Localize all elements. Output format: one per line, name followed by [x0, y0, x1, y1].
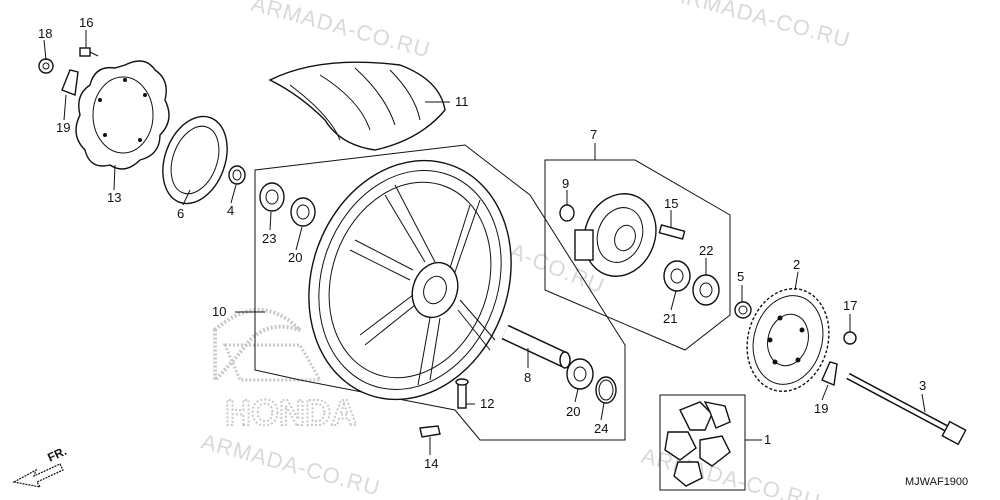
callout-8: 8 [524, 370, 531, 385]
part-19-lock-washer-right[interactable] [821, 361, 838, 386]
wheel-group-outline [254, 144, 626, 441]
leader-lines [43, 30, 926, 455]
part-4-side-collar[interactable] [228, 165, 246, 185]
callout-7: 7 [590, 127, 597, 142]
part-11-tire[interactable] [268, 61, 446, 151]
callout-22: 22 [699, 243, 713, 258]
callout-5: 5 [737, 269, 744, 284]
callout-13: 13 [107, 190, 121, 205]
part-1-wheel-damper[interactable] [664, 401, 731, 487]
part-9-collar[interactable] [559, 204, 575, 222]
callout-10: 10 [212, 304, 226, 319]
part-12-valve[interactable] [455, 378, 469, 409]
callout-18: 18 [38, 26, 52, 41]
callout-21: 21 [663, 311, 677, 326]
callout-17: 17 [843, 298, 857, 313]
part-23-bearing[interactable] [259, 182, 285, 212]
part-13-brake-disc[interactable] [75, 60, 170, 170]
honda-wing-logo: HONDA [213, 308, 358, 434]
part-6-dust-seal-plate[interactable] [151, 107, 238, 212]
part-20-bearing-right[interactable] [566, 358, 594, 390]
watermark-bottom-left: ARMADA-CO.RU [199, 429, 384, 500]
part-16-bolt[interactable] [79, 47, 99, 57]
part-3-rear-axle[interactable] [846, 372, 967, 446]
callout-12: 12 [480, 396, 494, 411]
part-15-stud-bolt[interactable] [658, 224, 686, 240]
callout-14: 14 [424, 456, 438, 471]
watermark-top-center: ARMADA-CO.RU [249, 0, 434, 63]
callout-16: 16 [79, 15, 93, 30]
callout-6: 6 [177, 206, 184, 221]
part-17-nut[interactable] [843, 331, 857, 345]
watermark-top-right: ARMADA-CO.RU [669, 0, 854, 53]
part-24-oil-seal[interactable] [595, 376, 617, 404]
part-22-bearing[interactable] [692, 274, 720, 306]
callout-23: 23 [262, 231, 276, 246]
callout-20-right: 20 [566, 404, 580, 419]
callout-24: 24 [594, 421, 608, 436]
callout-19-right: 19 [814, 401, 828, 416]
honda-logo-text: HONDA [225, 392, 357, 433]
part-8-distance-collar[interactable] [501, 324, 571, 369]
callout-19: 19 [56, 120, 70, 135]
part-5-distance-collar[interactable] [734, 301, 752, 319]
part-18-nut[interactable] [38, 58, 54, 74]
callout-11: 11 [455, 94, 469, 109]
front-arrow-icon [12, 463, 64, 488]
part-20-bearing-left[interactable] [290, 197, 316, 227]
callout-labels: 18 16 19 13 6 4 23 20 10 11 7 9 15 22 21… [38, 15, 926, 471]
callout-9: 9 [562, 176, 569, 191]
callout-15: 15 [664, 196, 678, 211]
front-direction-indicator: FR. [12, 444, 69, 488]
part-21-bearing[interactable] [663, 260, 691, 292]
part-14-balance-weight[interactable] [419, 425, 441, 438]
diagram-code: MJWAF1900 [905, 476, 968, 488]
damper-group-outline [659, 394, 746, 491]
part-7-final-driven-flange[interactable] [573, 184, 668, 287]
part-19-lock-washer-left[interactable] [61, 69, 79, 96]
callout-3: 3 [919, 378, 926, 393]
part-2-driven-sprocket[interactable] [736, 279, 840, 400]
front-label: FR. [45, 444, 68, 465]
hub-group-outline [544, 159, 731, 351]
callout-4: 4 [227, 203, 234, 218]
callout-1: 1 [764, 432, 771, 447]
part-10-wheel[interactable] [276, 132, 544, 428]
callout-2: 2 [793, 257, 800, 272]
callout-20-left: 20 [288, 250, 302, 265]
